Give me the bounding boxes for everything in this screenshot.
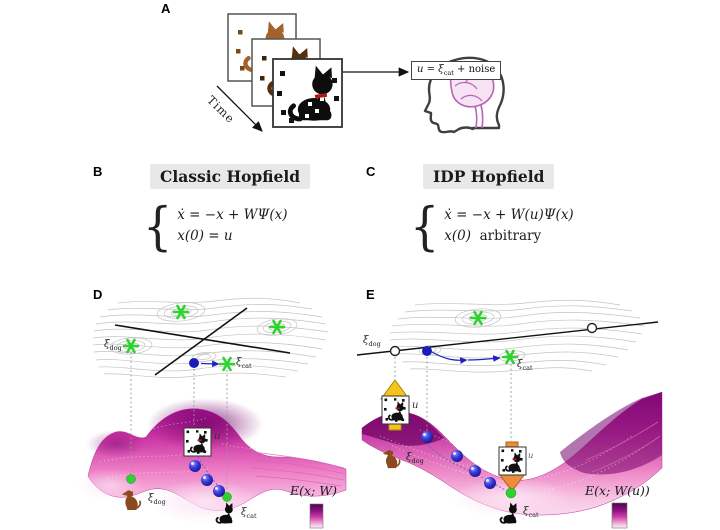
classic-hopfield-title: Classic Hopfield (150, 164, 311, 189)
equation-subscript: cat (443, 69, 454, 77)
surface-ridge-lines (249, 451, 346, 487)
noisy-cat-image (499, 447, 526, 475)
ode-equation: ẋ = −x + W(u)Ψ(x) (444, 207, 574, 223)
xi-dog-label: ξdog (363, 335, 381, 348)
memory-frame-front (272, 58, 343, 128)
panel-d-energy-surface (75, 398, 347, 524)
idp-hopfield-title: IDP Hopfield (423, 164, 555, 189)
attractor-asterisk (268, 319, 286, 335)
flow-arrow (200, 360, 220, 368)
attractor-asterisk (469, 310, 487, 326)
energy-colorbar (309, 503, 324, 529)
state-dot (422, 346, 432, 356)
idp-hopfield-equations: { ẋ = −x + W(u)Ψ(x) x(0) arbitrary (410, 195, 574, 257)
xi-cat-label: ξcat (236, 357, 252, 370)
noisy-cat-image (382, 396, 409, 424)
panel-d-separatrix-lines (114, 307, 291, 376)
u-label: u (412, 400, 419, 411)
equation-part: + noise (453, 64, 496, 75)
equation-part: u = ξ (417, 64, 444, 75)
panel-d-markers (121, 304, 324, 529)
panel-b-label: B (93, 164, 103, 179)
xi-dog-label: ξdog (104, 339, 122, 352)
brace-glyph: { (410, 195, 440, 257)
noise-squares-white (305, 97, 324, 118)
initial-condition: x(0) = u (177, 228, 233, 244)
surface-right-wing-dark (560, 392, 662, 475)
ode-equation: ẋ = −x + WΨ(x) (177, 207, 288, 223)
rolling-balls (421, 431, 496, 489)
classic-hopfield-equations: { ẋ = −x + WΨ(x) x(0) = u (143, 195, 288, 257)
state-dot (189, 358, 199, 368)
panel-c-label: C (366, 164, 376, 179)
minimum-dot-cat (505, 487, 517, 499)
brain-input-equation: u = ξcat + noise (411, 61, 502, 80)
cat-collar (314, 93, 328, 99)
xi-cat-label: ξcat (517, 359, 533, 372)
xi-cat-label: ξcat (241, 507, 257, 520)
brace-glyph: { (143, 195, 173, 257)
u-label: u (214, 431, 221, 442)
minimum-dot-cat (222, 492, 232, 502)
panel-d-contour-plane (92, 297, 329, 378)
xi-cat-label: ξcat (523, 506, 539, 519)
open-circle-marker (586, 322, 598, 334)
panel-a-label: A (161, 1, 171, 16)
rolling-balls (189, 460, 225, 497)
surface-ridge-lines (585, 421, 661, 473)
noise-squares (236, 30, 245, 71)
xi-dog-label: ξdog (148, 493, 166, 506)
u-label: u (528, 451, 534, 461)
initial-condition-text: arbitrary (479, 228, 542, 244)
noisy-cat-image (184, 428, 211, 456)
flow-arrow (431, 351, 468, 364)
energy-colorbar (611, 502, 628, 529)
flow-arrow (467, 355, 501, 362)
initial-condition: x(0) (444, 228, 472, 244)
time-arrow (216, 85, 263, 132)
xi-dog-label: ξdog (406, 452, 424, 465)
panel-d-label: D (93, 287, 103, 302)
panel-e-markers (380, 310, 628, 529)
noise-squares (277, 71, 339, 123)
energy-function-label: E(x; W) (290, 483, 337, 498)
minimum-dot-dog (126, 474, 136, 484)
attractor-asterisk-dog (122, 338, 140, 354)
panel-e-label: E (366, 287, 375, 302)
open-circle-marker-dog (389, 345, 401, 357)
projection-dashed-lines (130, 352, 512, 492)
panel-e-line-attractor (356, 321, 659, 356)
energy-function-label: E(x; W(u)) (585, 483, 650, 498)
